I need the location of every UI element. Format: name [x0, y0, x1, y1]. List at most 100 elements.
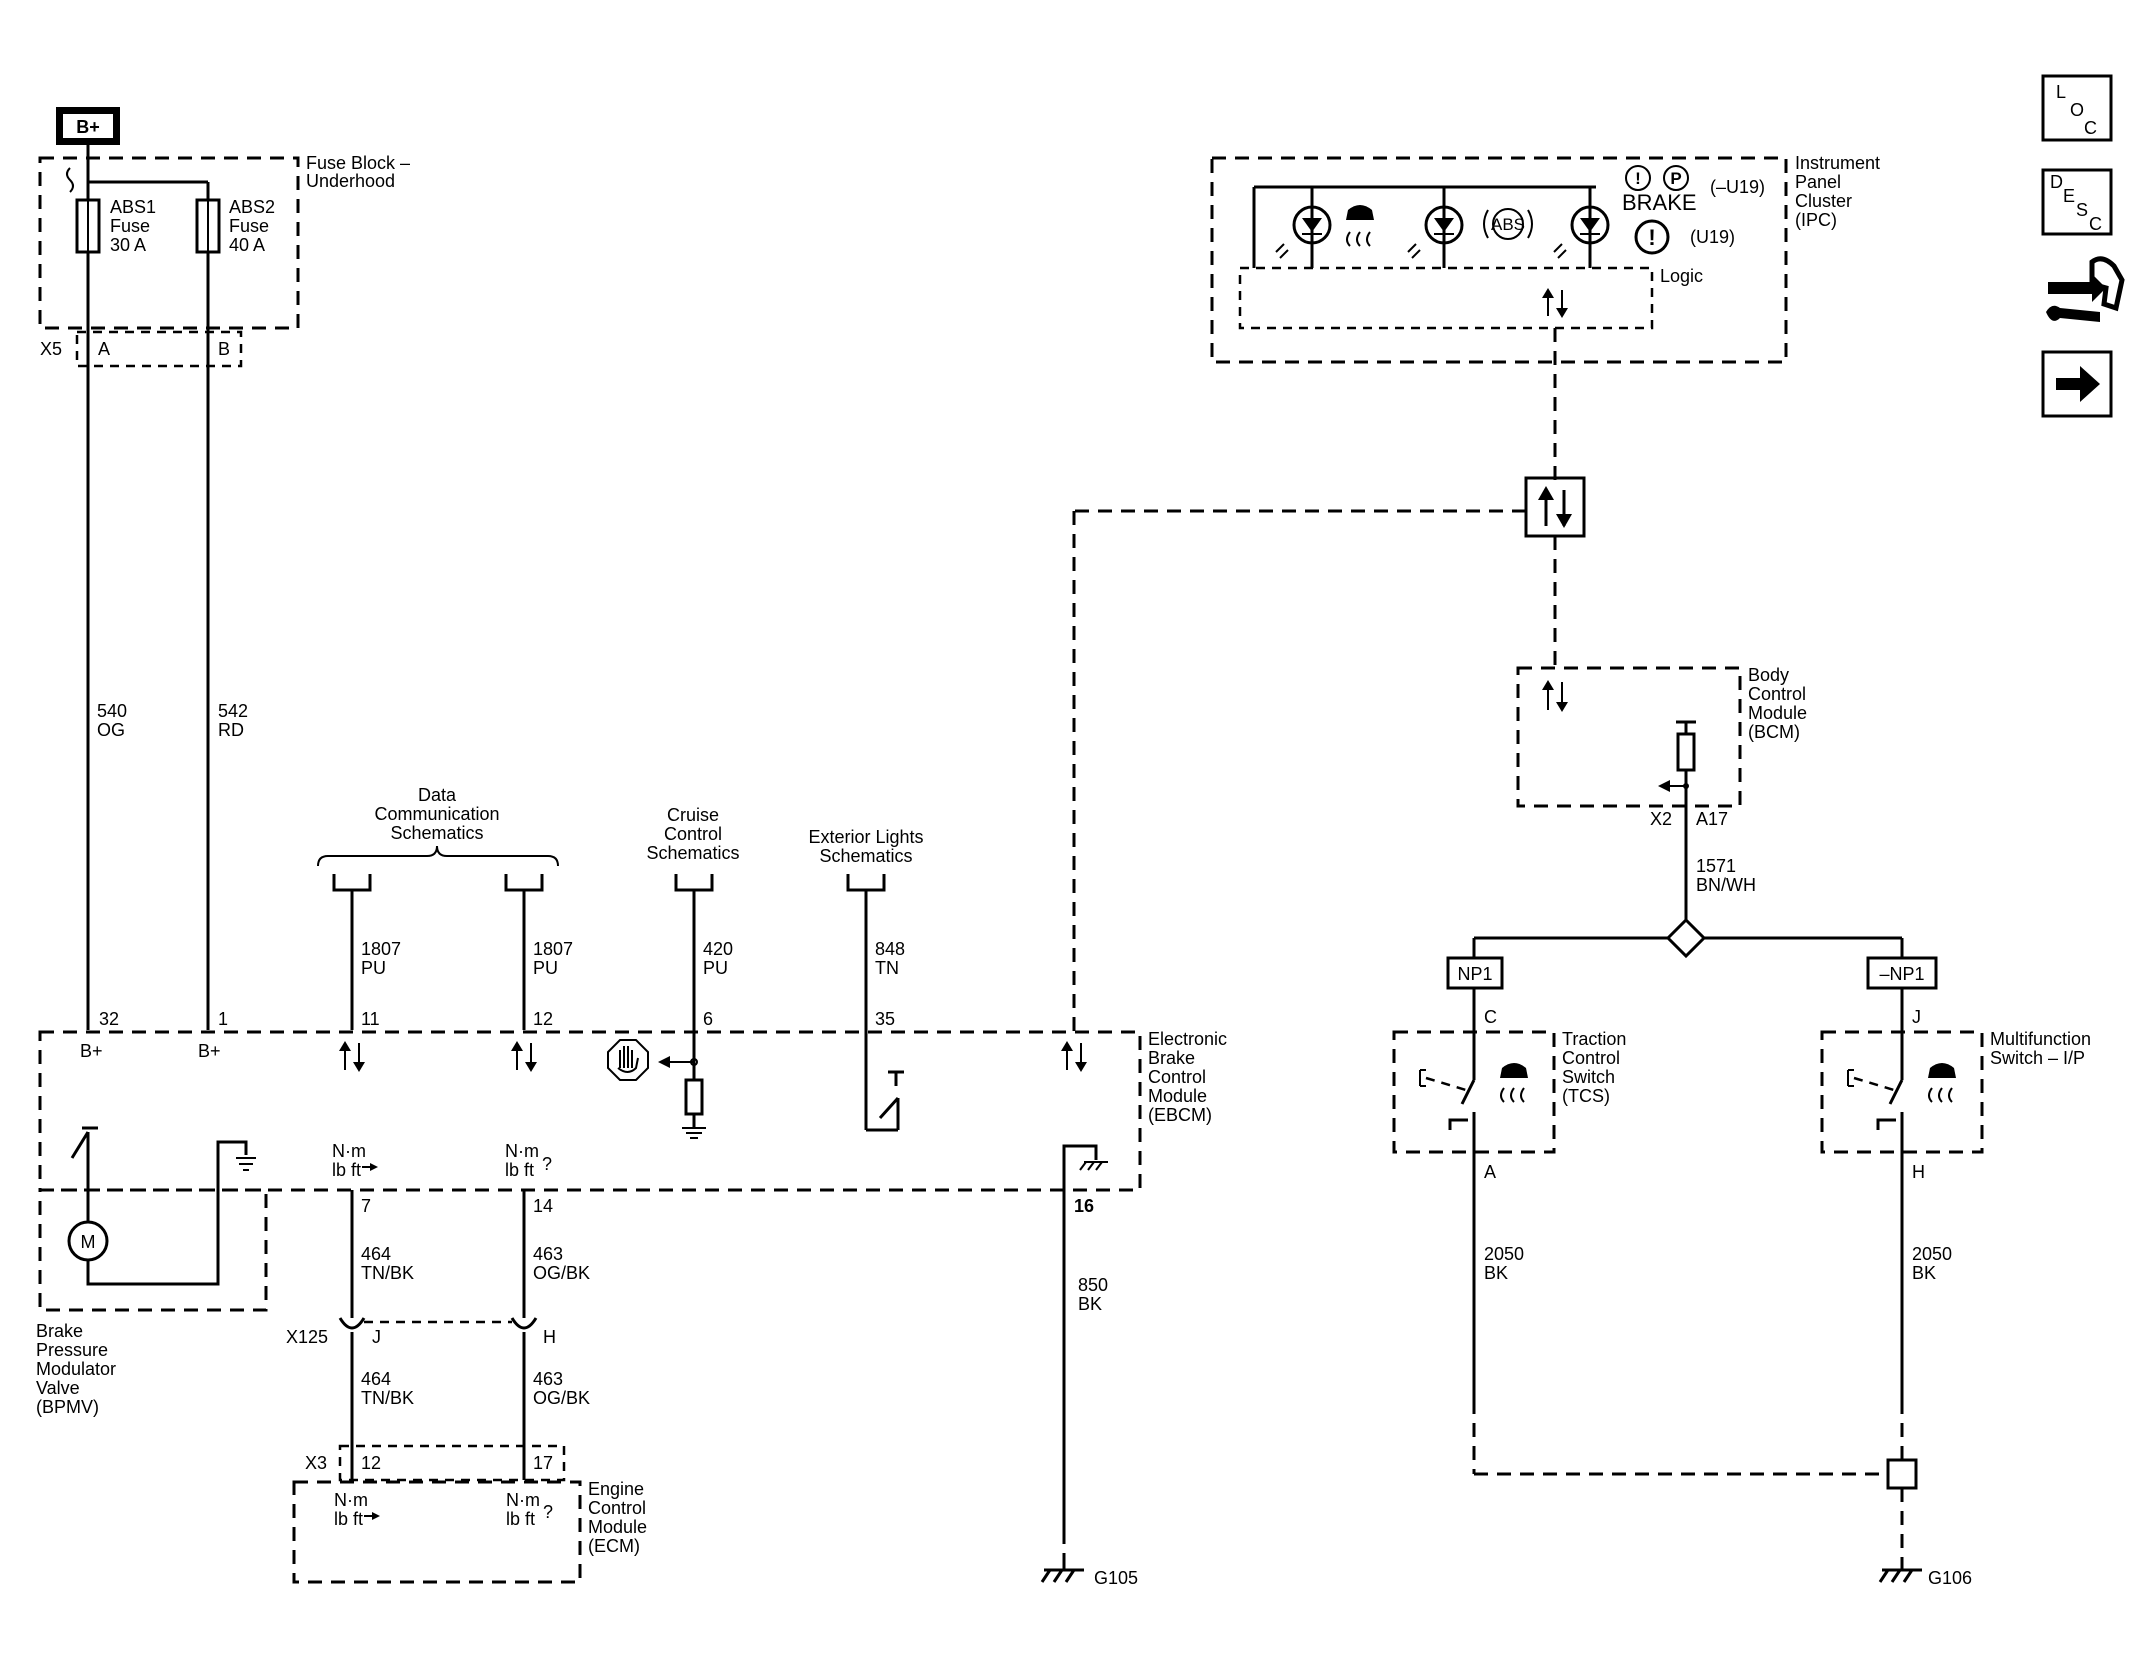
ebcm-torque-nm-1: N·m: [332, 1141, 366, 1161]
ext-lights-label-2: Schematics: [819, 846, 912, 866]
x3-pin-12: 12: [361, 1453, 381, 1473]
wire-464a-color: TN/BK: [361, 1263, 414, 1283]
x5-label: X5: [40, 339, 62, 359]
bcm-title-4: (BCM): [1748, 722, 1800, 742]
x125-connector: X125 J H: [286, 1317, 556, 1347]
wire-463b-color: OG/BK: [533, 1388, 590, 1408]
ebcm-pin-1: 1: [218, 1009, 228, 1029]
traction-control-icon: [1500, 1063, 1528, 1103]
wire-848-color: TN: [875, 958, 899, 978]
ebcm-module: Electronic Brake Control Module (EBCM) 3…: [38, 1009, 1227, 1200]
battery-terminal: B+: [56, 107, 120, 145]
serial-data-arrow-icon: [1061, 1041, 1087, 1072]
svg-text:!: !: [1635, 169, 1641, 188]
ipc-title-1: Instrument: [1795, 153, 1880, 173]
ebcm-title-4: Module: [1148, 1086, 1207, 1106]
ground-splice-pack: [1886, 1458, 1918, 1490]
tcs-title-2: Control: [1562, 1048, 1620, 1068]
wire-848-num: 848: [875, 939, 905, 959]
bcm-title-1: Body: [1748, 665, 1789, 685]
wire-542-num: 542: [218, 701, 248, 721]
ecm-title-2: Control: [588, 1498, 646, 1518]
ebcm-title-5: (EBCM): [1148, 1105, 1212, 1125]
data-comm-label-1: Data: [418, 785, 457, 805]
serial-data-arrow-icon: [511, 1041, 537, 1072]
chassis-ground-icon: [1079, 1161, 1108, 1171]
wire-1807b-num: 1807: [533, 939, 573, 959]
ground-g105-label: G105: [1094, 1568, 1138, 1588]
bpmv-title-4: Valve: [36, 1378, 80, 1398]
ebcm-pin-16: 16: [1074, 1196, 1094, 1216]
ecm-title-1: Engine: [588, 1479, 644, 1499]
ebcm-title-2: Brake: [1148, 1048, 1195, 1068]
bcm-connector-x2: X2: [1650, 809, 1672, 829]
abs1-fuse-label-1: ABS1: [110, 197, 156, 217]
cruise-label-3: Schematics: [646, 843, 739, 863]
ipc-module: Instrument Panel Cluster (IPC): [1210, 153, 1880, 364]
wire-464b-color: TN/BK: [361, 1388, 414, 1408]
abs-warning-lamp: ABS: [1407, 187, 1533, 268]
abs-icon: ABS: [1483, 208, 1533, 240]
desc-letter-c: C: [2089, 214, 2102, 234]
ebcm-torque-lbft-1: lb ft: [332, 1160, 361, 1180]
svg-text:?: ?: [543, 1502, 553, 1522]
wire-2050a-color: BK: [1484, 1263, 1508, 1283]
serial-data-arrow-icon: [1542, 288, 1568, 318]
park-brake-icon: P: [1663, 165, 1689, 191]
ipc-u19-not-label: (–U19): [1710, 177, 1765, 197]
location-button[interactable]: L O C: [2041, 74, 2113, 142]
abs2-fuse-label-2: Fuse: [229, 216, 269, 236]
x5-pin-b: B: [218, 339, 230, 359]
x125-label: X125: [286, 1327, 328, 1347]
description-button[interactable]: D E S C: [2041, 168, 2113, 236]
next-arrow-button[interactable]: [2041, 350, 2113, 418]
ebcm-pin-7: 7: [361, 1196, 371, 1216]
bcm-title-2: Control: [1748, 684, 1806, 704]
ecm-module: Engine Control Module (ECM) N·m lb ft N·…: [292, 1479, 647, 1584]
bcm-pullup-resistor: [1676, 732, 1696, 772]
ebcm-torque-nm-2: N·m: [505, 1141, 539, 1161]
pullup-resistor: [684, 1078, 704, 1116]
wire-2050b-num: 2050: [1912, 1244, 1952, 1264]
multifunction-switch: Multifunction Switch – I/P: [1820, 1029, 2091, 1154]
bpmv-title-5: (BPMV): [36, 1397, 99, 1417]
ground-g106-label: G106: [1928, 1568, 1972, 1588]
desc-letter-s: S: [2076, 200, 2088, 220]
fuse-block-title-1: Fuse Block –: [306, 153, 410, 173]
tcs-title-3: Switch: [1562, 1067, 1615, 1087]
loc-letter-o: O: [2070, 100, 2084, 120]
bpmv-title-2: Pressure: [36, 1340, 108, 1360]
arrow-right-icon: [2056, 366, 2100, 402]
brake-warning-lamp: [1553, 187, 1610, 268]
brake-pedal-icon: [607, 1039, 649, 1081]
diagnostic-wrench-icon[interactable]: [2046, 256, 2125, 322]
bcm-pin-a17: A17: [1696, 809, 1728, 829]
abs1-fuse-label-2: Fuse: [110, 216, 150, 236]
traction-control-icon: [1928, 1063, 1956, 1103]
abs2-fuse-label-1: ABS2: [229, 197, 275, 217]
ebcm-pin-6: 6: [703, 1009, 713, 1029]
wire-540-color: OG: [97, 720, 125, 740]
wire-464b-num: 464: [361, 1369, 391, 1389]
wire-2050b-color: BK: [1912, 1263, 1936, 1283]
wire-850-num: 850: [1078, 1275, 1108, 1295]
ground-g105-icon: [1040, 1560, 1084, 1583]
wire-420-color: PU: [703, 958, 728, 978]
wire-1571-num: 1571: [1696, 856, 1736, 876]
x3-label: X3: [305, 1453, 327, 1473]
mfs-pin-j: J: [1912, 1007, 1921, 1027]
cruise-label-1: Cruise: [667, 805, 719, 825]
wire-2050a-num: 2050: [1484, 1244, 1524, 1264]
serial-data-arrow-icon: [339, 1041, 365, 1072]
ebcm-pin-14: 14: [533, 1196, 553, 1216]
ipc-title-2: Panel: [1795, 172, 1841, 192]
ground-symbol-icon: [682, 1127, 706, 1139]
serial-data-arrow-icon: [1542, 680, 1568, 712]
loc-letter-l: L: [2056, 82, 2066, 102]
ecm-title-4: (ECM): [588, 1536, 640, 1556]
desc-letter-d: D: [2050, 172, 2063, 192]
wire-463b-num: 463: [533, 1369, 563, 1389]
ecm-torque-nm-1: N·m: [334, 1490, 368, 1510]
ebcm-pin-32: 32: [99, 1009, 119, 1029]
mfs-pin-h: H: [1912, 1162, 1925, 1182]
